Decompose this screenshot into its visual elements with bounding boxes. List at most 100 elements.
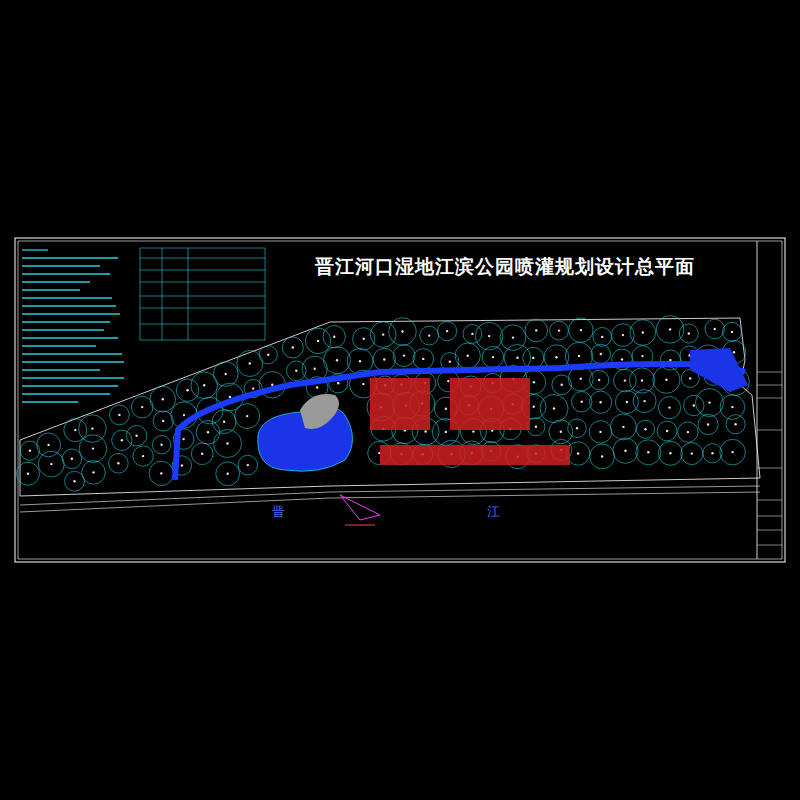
tree-symbol xyxy=(112,430,132,450)
sprinkler-head xyxy=(708,401,710,403)
legend-table xyxy=(140,248,265,340)
sprinkler-head xyxy=(445,431,447,433)
sprinkler-head xyxy=(207,431,209,433)
sprinkler-head xyxy=(229,396,231,398)
sprinkler-head xyxy=(600,353,602,355)
sprinkler-head xyxy=(74,429,76,431)
tree-symbol xyxy=(438,322,457,341)
sprinkler-head xyxy=(181,464,183,466)
sprinkler-head xyxy=(580,378,582,380)
sprinkler-head xyxy=(333,336,335,338)
tree-symbol xyxy=(149,461,173,485)
sprinkler-head xyxy=(599,431,601,433)
tree-symbol xyxy=(389,318,417,346)
tree-symbol xyxy=(568,419,587,438)
tree-symbol xyxy=(65,471,85,491)
tree-symbol xyxy=(698,414,718,434)
sprinkler-head xyxy=(226,442,228,444)
tree-symbol xyxy=(636,440,661,465)
sprinkler-head xyxy=(643,400,645,402)
sprinkler-head xyxy=(186,389,188,391)
sprinkler-head xyxy=(576,427,578,429)
sprinkler-head xyxy=(532,357,534,359)
tree-symbol xyxy=(79,435,107,463)
sprinkler-head xyxy=(142,455,144,457)
sprinkler-head xyxy=(622,334,624,336)
tree-symbol xyxy=(593,328,612,347)
tree-symbol xyxy=(393,345,415,367)
tree-symbol xyxy=(591,344,610,363)
sprinkler-head xyxy=(601,455,603,457)
sprinkler-head xyxy=(383,358,385,360)
title-holder: 晋江河口湿地江滨公园喷灌规划设计总平面 xyxy=(315,254,695,280)
label-holder: 江 xyxy=(487,502,500,521)
river-bank xyxy=(20,492,760,512)
tree-symbol xyxy=(152,436,170,454)
sprinkler-head xyxy=(733,351,735,353)
tree-symbol xyxy=(523,347,544,368)
sprinkler-head xyxy=(516,357,518,359)
sprinkler-head xyxy=(560,431,562,433)
river-bank xyxy=(20,486,760,505)
sprinkler-head xyxy=(492,356,494,358)
tree-symbol xyxy=(38,451,64,477)
tree-symbol xyxy=(525,319,548,342)
tree-symbol xyxy=(370,322,396,348)
tree-symbol xyxy=(614,369,637,392)
tree-symbol xyxy=(611,414,637,440)
sprinkler-head xyxy=(424,430,426,432)
sprinkler-head xyxy=(449,361,451,363)
sprinkler-head xyxy=(472,430,474,432)
tree-symbol xyxy=(237,351,263,377)
sprinkler-head xyxy=(707,423,709,425)
sprinkler-head xyxy=(669,452,671,454)
sprinkler-head xyxy=(731,406,733,408)
sprinkler-head xyxy=(249,362,251,364)
sprinkler-head xyxy=(691,452,693,454)
tree-symbol xyxy=(681,443,703,465)
sprinkler-head xyxy=(488,335,490,337)
sprinkler-head xyxy=(558,329,560,331)
watermark-logo xyxy=(370,378,570,465)
sprinkler-head xyxy=(666,430,668,432)
main-pipe xyxy=(175,364,745,480)
sprinkler-head xyxy=(561,384,563,386)
tree-symbol xyxy=(64,419,87,442)
sprinkler-head xyxy=(580,329,582,331)
tree-symbol xyxy=(463,325,482,344)
sprinkler-head xyxy=(160,472,162,474)
sprinkler-head xyxy=(641,379,643,381)
tree-symbol xyxy=(110,405,130,425)
sprinkler-head xyxy=(359,360,361,362)
sprinkler-head xyxy=(135,435,137,437)
sprinkler-head xyxy=(644,428,646,430)
tree-symbol xyxy=(62,449,82,469)
title-block-line xyxy=(757,241,758,559)
tree-symbol xyxy=(550,321,569,340)
sprinkler-head xyxy=(337,382,339,384)
sprinkler-head xyxy=(624,450,626,452)
sprinkler-head xyxy=(428,334,430,336)
river-label: 晋 xyxy=(272,504,285,519)
sprinkler-head xyxy=(731,331,733,333)
tree-symbol xyxy=(589,421,612,444)
sprinkler-head xyxy=(47,444,49,446)
sprinkler-head xyxy=(295,370,297,372)
sprinkler-head xyxy=(363,338,365,340)
tree-symbol xyxy=(678,422,698,442)
tree-symbol xyxy=(633,390,656,413)
north-arrow xyxy=(340,495,380,525)
sprinkler-head xyxy=(267,354,269,356)
tree-symbol xyxy=(658,397,680,419)
tree-symbol xyxy=(705,319,724,338)
tree-symbol xyxy=(191,443,213,465)
tree-symbol xyxy=(238,455,258,475)
sprinkler-head xyxy=(160,444,162,446)
tree-symbol xyxy=(630,320,656,346)
tree-symbol xyxy=(572,392,592,412)
sprinkler-head xyxy=(669,328,671,330)
sprinkler-head xyxy=(403,354,405,356)
notes-block xyxy=(22,250,124,402)
